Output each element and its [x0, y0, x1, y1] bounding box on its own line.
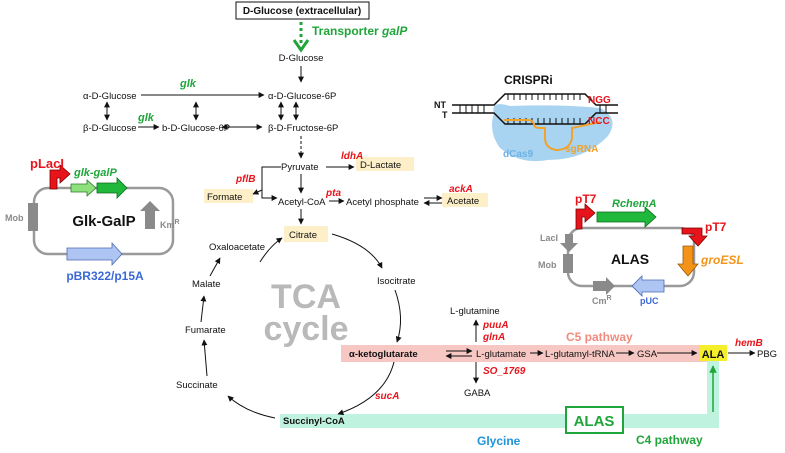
citrate-node: Citrate	[289, 230, 317, 241]
sgrna-label: sgRNA	[565, 144, 598, 155]
alpha-glucose-node: α-D-Glucose	[83, 91, 137, 102]
alas-plasmid-name: ALAS	[611, 251, 649, 267]
pt7-2-label: pT7	[705, 220, 727, 234]
ala-node: ALA	[702, 349, 725, 361]
so1769-label: SO_1769	[483, 366, 526, 377]
groesl-label: groESL	[700, 253, 744, 267]
gsa-node: GSA	[637, 349, 658, 360]
d-glucose-node: D-Glucose	[279, 53, 324, 64]
puuA-label: puuA	[482, 320, 509, 331]
placi-promoter-icon	[49, 164, 71, 190]
sucA-label: sucA	[375, 391, 399, 402]
formate-box	[204, 189, 253, 203]
laci-label: LacI	[540, 233, 558, 243]
sgrna-strand	[504, 119, 601, 152]
alas-mob-label: Mob	[538, 260, 557, 270]
ncc-label: NCC	[588, 116, 610, 127]
laci-arrow	[560, 234, 578, 252]
d-lactate-node: D-Lactate	[360, 160, 401, 171]
puc-arrow	[631, 275, 665, 297]
dcas9-label: dCas9	[503, 149, 533, 160]
nt-label: NT	[434, 100, 446, 110]
glk-mob-block	[28, 203, 38, 231]
formate-node: Formate	[207, 192, 242, 203]
puc-label: pUC	[640, 296, 659, 306]
malate-node: Malate	[192, 279, 221, 290]
alas-enzyme-box	[565, 406, 624, 434]
acetyl-coa-node: Acetyl-CoA	[278, 197, 326, 208]
hemB-label: hemB	[735, 338, 763, 349]
isocitrate-node: Isocitrate	[377, 276, 416, 287]
dna-ticks	[459, 94, 607, 124]
groesl-gene-arrow	[677, 245, 699, 277]
rchema-gene-arrow	[596, 206, 657, 228]
b-glucose-6p-node: b-D-Glucose-6P	[162, 123, 230, 134]
pyruvate-node: Pyruvate	[281, 162, 319, 173]
glk-galp-genes-label: glk-galP	[73, 167, 117, 179]
glk-km-arrow	[140, 201, 160, 229]
pbg-node: PBG	[757, 349, 777, 360]
pt7-promoter-1-icon	[575, 203, 596, 230]
acetate-node: Acetate	[447, 196, 479, 207]
placi-label: pLacI	[30, 156, 64, 171]
c4-pathway-label: C4 pathway	[636, 433, 703, 447]
galp-gene-arrow	[96, 177, 128, 199]
glk-galp-plasmid-name: Glk-GalP	[72, 213, 135, 230]
pt7-1-label: pT7	[575, 192, 597, 206]
c5-pathway-band	[341, 345, 718, 362]
glnA-label: glnA	[482, 332, 505, 343]
oxaloacetate-node: Oxaloacetate	[209, 242, 265, 253]
crispri-title: CRISPRi	[504, 73, 553, 87]
pta-label: pta	[325, 188, 341, 199]
l-glutamate-node: L-glutamate	[476, 349, 526, 360]
succinate-node: Succinate	[176, 380, 218, 391]
cm-arrow	[593, 277, 615, 295]
rchema-label: RchemA	[612, 198, 657, 210]
alas-enzyme-label: ALAS	[574, 413, 615, 430]
ala-box	[700, 345, 727, 361]
glk-km-label: KmR	[160, 219, 180, 230]
acetyl-phosphate-node: Acetyl phosphate	[346, 197, 419, 208]
extracellular-box	[235, 1, 370, 20]
glycine-label: Glycine	[477, 434, 521, 448]
glk-origin-arrow	[66, 241, 123, 267]
beta-fructose-6p-node: β-D-Fructose-6P	[268, 123, 338, 134]
glk-gene-arrow	[70, 179, 97, 197]
citrate-box	[284, 226, 328, 242]
pflB-label: pflB	[235, 174, 255, 185]
beta-glucose-node: β-D-Glucose	[83, 123, 137, 134]
succinyl-coa-node: Succinyl-CoA	[283, 416, 345, 427]
ackA-label: ackA	[449, 184, 473, 195]
glk-mob-label: Mob	[5, 213, 24, 223]
alas-mob-block	[563, 254, 573, 273]
c5-pathway-label: C5 pathway	[566, 330, 633, 344]
glk-origin-label: pBR322/p15A	[66, 269, 144, 283]
alpha-glucose-6p-node: α-D-Glucose-6P	[268, 91, 336, 102]
alpha-kg-node: α-ketoglutarate	[349, 349, 418, 360]
l-glutamine-node: L-glutamine	[450, 306, 500, 317]
dcas9-shape	[492, 104, 613, 162]
tca-label-line1: TCA	[271, 278, 341, 316]
fumarate-node: Fumarate	[185, 325, 226, 336]
cm-label: CmR	[592, 295, 612, 306]
t-label: T	[442, 110, 448, 120]
glutamyl-trna-node: L-glutamyl-tRNA	[545, 349, 615, 360]
gaba-node: GABA	[464, 388, 491, 399]
ngg-label: NGG	[588, 95, 611, 106]
glk-bottom-label: glk	[137, 112, 155, 124]
extracellular-label: D-Glucose (extracellular)	[243, 6, 361, 17]
tca-label-line2: cycle	[263, 310, 348, 348]
acetate-box	[442, 193, 488, 207]
pt7-promoter-2-icon	[681, 227, 708, 247]
glk-top-label: glk	[179, 78, 197, 90]
d-lactate-box	[356, 157, 414, 171]
c4-pathway-band-horizontal	[280, 414, 719, 428]
ldhA-label: ldhA	[341, 151, 363, 162]
transporter-label: Transporter galP	[312, 24, 408, 38]
